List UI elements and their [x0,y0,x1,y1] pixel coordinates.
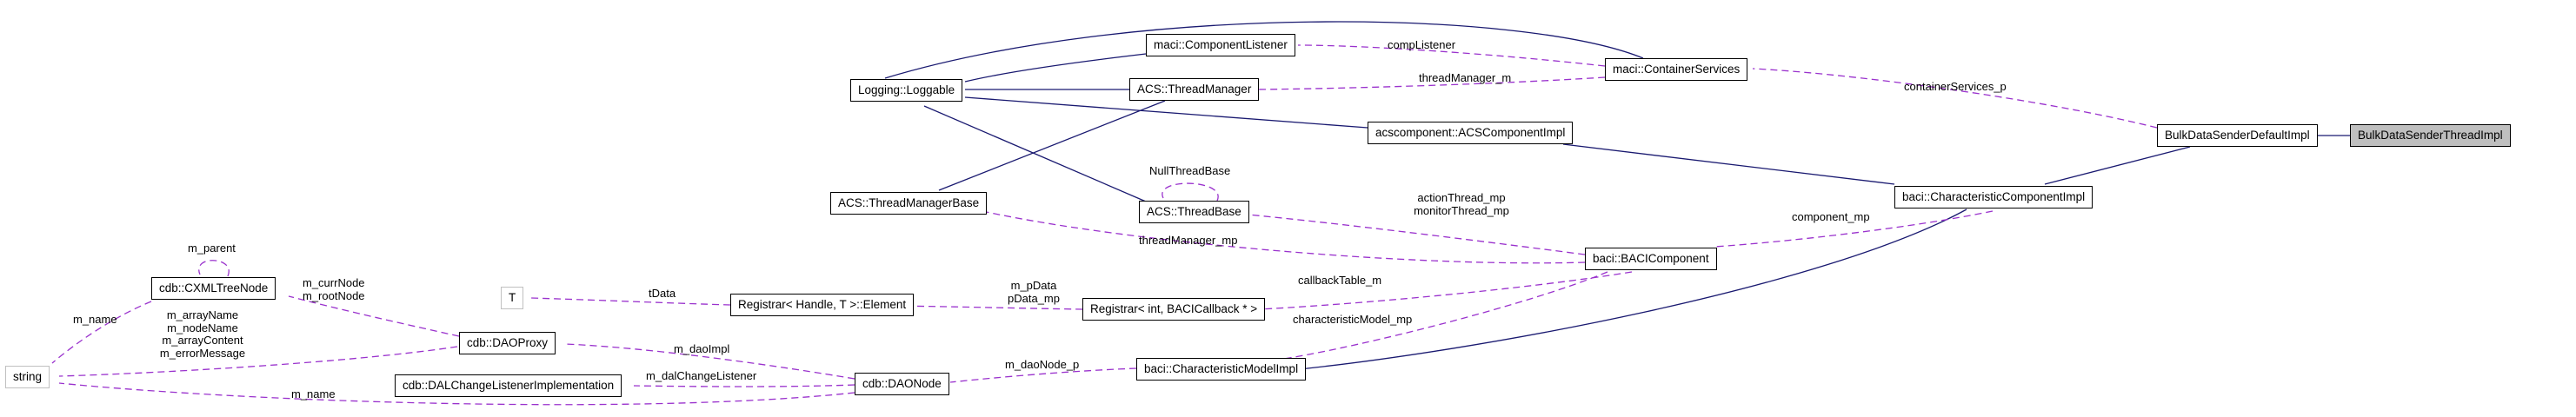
edge-member-callbacktable-m [1241,271,1633,311]
edge-inherit-threadmanager-threadmanagerbase [938,100,1166,191]
node-label: maci::ContainerServices [1613,63,1741,76]
node-logging-loggable[interactable]: Logging::Loggable [850,79,963,102]
edge-label-characteristicmodel-mp: characteristicModel_mp [1293,313,1413,326]
edge-label-m-daoimpl: m_daoImpl [674,342,730,355]
edge-label-m-currnode-rootnode: m_currNode m_rootNode [303,276,365,302]
edge-member-m-array-fields [58,346,458,377]
edge-inherit-characteristiccomponentimpl-acscomponentimpl [1562,143,1895,185]
node-registrar-int-bacicallback[interactable]: Registrar< int, BACICallback * > [1082,298,1266,321]
node-label: acscomponent::ACSComponentImpl [1375,126,1566,139]
node-maci-componentlistener[interactable]: maci::ComponentListener [1146,34,1295,56]
edge-label-threadmanager-mp: threadManager_mp [1139,234,1238,247]
node-string: string [5,366,50,388]
node-bulkdatasenderdefaultimpl[interactable]: BulkDataSenderDefaultImpl [2157,124,2318,147]
node-label: ACS::ThreadManager [1137,83,1252,96]
edge-label-callbacktable-m: callbackTable_m [1298,274,1382,287]
edge-inherit-componentlistener-loggable [964,53,1147,83]
edge-member-m-dalchangelistener [633,384,855,387]
node-label: Registrar< Handle, T >::Element [738,298,907,311]
node-baci-characteristiccomponentimpl[interactable]: baci::CharacteristicComponentImpl [1894,186,2093,208]
node-label: cdb::DALChangeListenerImplementation [403,379,615,392]
node-cdb-cxmltreenode[interactable]: cdb::CXMLTreeNode [151,277,276,300]
edge-member-threadmanager-m [1255,76,1606,90]
edge-label-m-pdata-pdata-mp: m_pData pData_mp [1008,279,1060,305]
edge-label-m-name-dao: m_name [291,387,336,400]
edge-member-threadmanager-mp [982,210,1586,264]
edge-member-m-parent-selfloop [198,260,230,277]
edge-member-m-daoimpl [563,343,855,380]
node-registrar-handle-t-element[interactable]: Registrar< Handle, T >::Element [730,294,915,316]
node-label: ACS::ThreadManagerBase [838,196,980,209]
edge-label-m-name-tree: m_name [73,313,117,326]
edge-member-containerservices-p [1752,68,2158,129]
edge-inherit-bulkdatasenderdefaultimpl-characteristiccomponentimpl [2044,146,2191,185]
edge-member-nullthreadbase-selfloop [1162,182,1219,202]
node-template-t: T [501,287,524,309]
edge-label-containerservices-p: containerServices_p [1904,80,2007,93]
node-label: BulkDataSenderThreadImpl [2358,129,2503,142]
node-baci-bacicomponent[interactable]: baci::BACIComponent [1585,248,1717,270]
node-acs-threadmanagerbase[interactable]: ACS::ThreadManagerBase [830,192,988,215]
node-label: maci::ComponentListener [1154,38,1288,51]
node-acscomponent-acscomponentimpl[interactable]: acscomponent::ACSComponentImpl [1368,122,1574,144]
node-cdb-daoproxy[interactable]: cdb::DAOProxy [459,332,556,354]
node-label: cdb::CXMLTreeNode [159,281,269,295]
edge-label-m-daonode-p: m_daoNode_p [1005,358,1080,371]
edge-member-complistener [1297,44,1606,67]
edge-label-tdata: tData [649,287,676,300]
edge-member-tdata [529,297,731,306]
edge-inherit-threadbase-loggable [923,105,1147,202]
edge-member-action-monitor-thread [1247,214,1586,255]
edge-label-m-dalchangelistener: m_dalChangeListener [646,369,757,382]
node-label: BulkDataSenderDefaultImpl [2165,129,2310,142]
edge-member-m-pdata [892,305,1083,310]
node-acs-threadbase[interactable]: ACS::ThreadBase [1139,201,1249,223]
node-label: T [509,291,516,304]
edge-label-nullthreadbase: NullThreadBase [1149,164,1231,177]
node-cdb-daonode[interactable]: cdb::DAONode [855,373,949,395]
node-label: string [13,370,43,383]
node-label: Registrar< int, BACICallback * > [1090,302,1258,315]
edge-member-m-name-tree [51,301,152,364]
edge-label-m-array-fields: m_arrayName m_nodeName m_arrayContent m_… [159,308,246,360]
edge-member-m-name-dao [58,382,855,406]
edge-member-component-mp [1714,210,1994,248]
edge-member-characteristicmodel-mp [1283,271,1608,360]
edge-inherit-containerservices-loggable [884,21,1644,79]
edge-inherit-acscomponentimpl-loggable [964,96,1368,129]
edge-label-threadmanager-m: threadManager_m [1419,71,1512,84]
node-label: baci::CharacteristicModelImpl [1144,362,1299,375]
edge-label-complistener: compListener [1388,38,1456,51]
node-label: ACS::ThreadBase [1147,205,1241,218]
node-acs-threadmanager[interactable]: ACS::ThreadManager [1129,78,1260,101]
node-label: cdb::DAONode [862,377,942,390]
node-maci-containerservices[interactable]: maci::ContainerServices [1605,58,1748,81]
edge-label-component-mp: component_mp [1792,210,1870,223]
edge-inherit-characteristiccomponentimpl-characteristicmodelimpl [1281,208,1967,372]
node-label: Logging::Loggable [858,83,955,96]
edge-label-actionthread-monitorthread: actionThread_mp monitorThread_mp [1414,191,1509,217]
node-baci-characteristicmodelimpl[interactable]: baci::CharacteristicModelImpl [1136,358,1307,381]
node-label: baci::CharacteristicComponentImpl [1902,190,2086,203]
node-cdb-dalchangelistenerimplementation[interactable]: cdb::DALChangeListenerImplementation [395,374,622,397]
edge-label-m-parent: m_parent [188,242,236,255]
node-label: cdb::DAOProxy [467,336,549,349]
edge-member-m-daonode-p [949,367,1137,383]
edge-member-m-currnode-rootnode [288,295,460,337]
node-bulkdatasenderthreadimpl-current: BulkDataSenderThreadImpl [2350,124,2511,147]
node-label: baci::BACIComponent [1593,252,1709,265]
